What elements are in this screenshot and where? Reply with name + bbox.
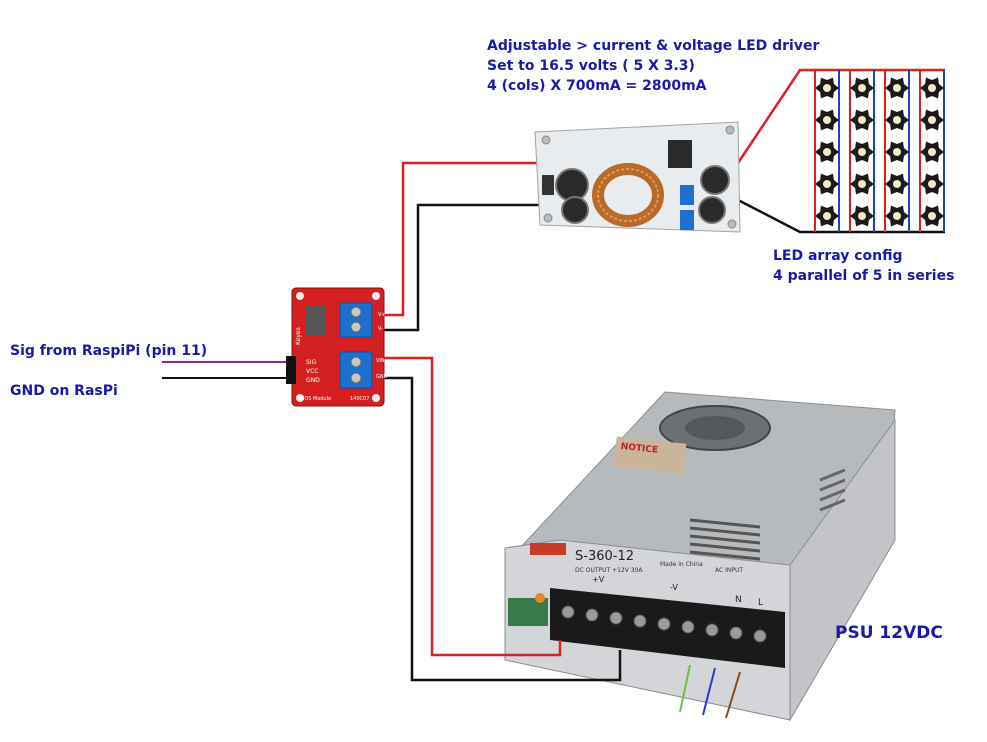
potentiometer-1: [680, 185, 694, 205]
capacitor-4: [698, 196, 726, 224]
driver-diode: [542, 175, 554, 195]
led-lens: [858, 180, 866, 188]
module-code: 140C07: [350, 396, 369, 402]
notice-text: NOTICE: [620, 442, 658, 456]
led-lens: [893, 116, 901, 124]
terminal-label-gnd: GND: [376, 374, 388, 380]
led-lens: [893, 84, 901, 92]
pin-label-sig: SIG: [306, 359, 317, 366]
psu: NOTICE S-360-12 DC OUTPUT +12V 30A Made …: [504, 391, 896, 722]
led-lens: [823, 212, 831, 220]
psu-vents-top: [689, 518, 761, 561]
psu-model-text: S-360-12: [575, 549, 634, 564]
header-pins: [286, 356, 296, 384]
psu-input-text: AC INPUT: [715, 567, 743, 574]
led-lens: [893, 212, 901, 220]
wire-psu-negative: [380, 376, 622, 682]
driver-label-line2: Set to 16.5 volts ( 5 X 3.3): [487, 58, 695, 74]
psu-terminal-screws: [561, 605, 767, 643]
led-lens: [823, 116, 831, 124]
terminal-label-vminus: -V: [670, 583, 678, 592]
capacitor-3: [700, 165, 730, 195]
terminal-label-n: N: [735, 595, 742, 605]
terminal-label-v-plus: V+: [378, 312, 386, 318]
module-brand: Keyes: [295, 327, 302, 345]
led-lens: [928, 116, 936, 124]
wire-psu-positive: [380, 356, 562, 657]
driver-label-line3: 4 (cols) X 700mA = 2800mA: [487, 78, 707, 94]
wire-driver-negative: [380, 203, 540, 332]
psu-output-text: DC OUTPUT +12V 30A: [575, 567, 643, 574]
signal-label: Sig from RaspiPi (pin 11): [10, 343, 208, 359]
led-lens: [928, 212, 936, 220]
led-lens: [928, 180, 936, 188]
terminal-label-v-minus: V-: [378, 326, 383, 332]
wire-led-positive: [736, 68, 945, 164]
gnd-label: GND on RasPi: [10, 383, 118, 399]
fan-hub: [685, 416, 745, 440]
terminal-label-l: L: [758, 598, 763, 608]
potentiometer-2: [680, 210, 694, 230]
led-lens: [858, 148, 866, 156]
ac-input-wires: [679, 664, 741, 719]
capacitor-2: [561, 196, 589, 224]
led-lens: [823, 84, 831, 92]
module-model: MOS Module: [300, 396, 331, 402]
led-lens: [928, 148, 936, 156]
led-lens: [893, 148, 901, 156]
psu-made-text: Made in China: [660, 561, 703, 568]
mosfet-heatsink: [305, 305, 325, 335]
psu-model-badge: [530, 543, 566, 555]
notice-sticker: [613, 436, 687, 474]
mos-module: Keyes SIG VCC GND V+ V- VIN GND MOS Modu…: [286, 287, 388, 407]
pin-label-vcc: VCC: [306, 368, 318, 375]
led-lens: [858, 84, 866, 92]
pin-label-gnd: GND: [306, 377, 320, 384]
led-lens: [893, 180, 901, 188]
led-lens: [858, 212, 866, 220]
led-lens: [928, 84, 936, 92]
wire-driver-positive: [380, 161, 540, 317]
terminal-label-vin: VIN: [376, 358, 385, 364]
psu-vents-side: [819, 468, 846, 512]
led-array: [814, 70, 945, 232]
psu-side-panel: [789, 418, 896, 722]
driver-label-line1: Adjustable > current & voltage LED drive…: [487, 38, 820, 54]
led-lens: [858, 116, 866, 124]
led-array-label-line2: 4 parallel of 5 in series: [773, 268, 955, 284]
wire-led-negative: [737, 198, 945, 234]
led-driver-board: [534, 121, 741, 233]
led-lens: [823, 180, 831, 188]
terminal-label-vplus: +V: [592, 575, 605, 584]
capacitor-1: [555, 168, 589, 202]
psu-label: PSU 12VDC: [835, 623, 943, 643]
led-lens: [823, 148, 831, 156]
psu-adjust-pot: [535, 593, 545, 603]
driver-ic: [668, 140, 692, 168]
led-array-label-line1: LED array config: [773, 248, 903, 264]
